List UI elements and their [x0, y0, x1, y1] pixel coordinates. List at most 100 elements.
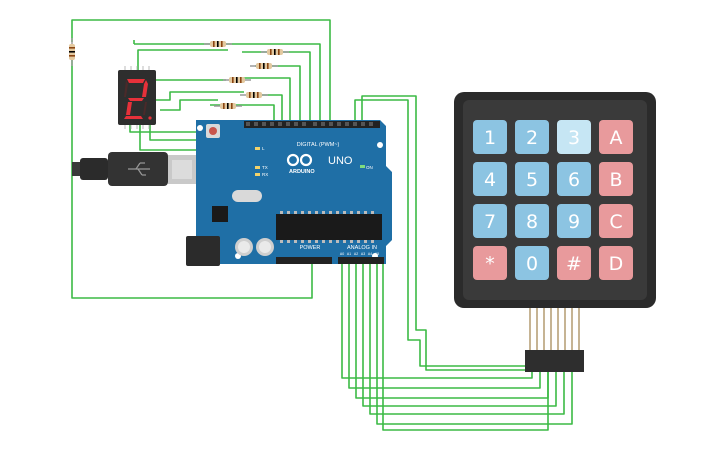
keypad-key-label: 1 — [484, 127, 496, 149]
keypad-key-label: # — [566, 253, 582, 275]
keypad-key-label: 0 — [526, 253, 538, 275]
arduino-board[interactable]: DIGITAL (PWM~) UNO ARDUINO ON TX RX L — [186, 120, 392, 266]
digital-header[interactable] — [244, 121, 380, 128]
keypad-key-hash[interactable]: # — [557, 246, 591, 280]
reset-button-cap[interactable] — [209, 127, 217, 135]
resistor-1 — [204, 41, 232, 47]
keypad-key-face[interactable] — [599, 162, 633, 196]
rx-label: RX — [262, 172, 268, 177]
keypad-key-face[interactable] — [599, 204, 633, 238]
on-led — [360, 165, 365, 168]
keypad-key-face[interactable] — [599, 246, 633, 280]
keypad-key-face[interactable] — [557, 120, 591, 154]
arduino-logo-icon — [286, 153, 313, 167]
keypad-key-label: 6 — [568, 169, 580, 191]
arduino-brand-label: ARDUINO — [289, 169, 315, 175]
keypad-key-label: 7 — [484, 211, 496, 233]
keypad-key-7[interactable]: 7 — [473, 204, 507, 238]
keypad-key-label: 2 — [526, 127, 538, 149]
analog-pin-label: A3 — [361, 252, 365, 256]
keypad-key-c[interactable]: C — [599, 204, 633, 238]
digital-header-label: DIGITAL (PWM~) — [297, 142, 340, 148]
keypad-key-face[interactable] — [515, 246, 549, 280]
analog-header[interactable] — [338, 257, 384, 264]
crystal-oscillator — [232, 190, 262, 202]
wire-a3 — [362, 262, 557, 407]
keypad-connector — [525, 308, 584, 372]
keypad-key-label: 3 — [568, 127, 580, 149]
keypad-key-face[interactable] — [557, 162, 591, 196]
l-label: L — [262, 146, 265, 151]
decimal-point — [148, 116, 152, 120]
resistor-6 — [214, 103, 242, 109]
keypad-key-face[interactable] — [599, 120, 633, 154]
keypad-key-face[interactable] — [515, 162, 549, 196]
analog-pin-label: A1 — [347, 252, 351, 256]
analog-header-label: ANALOG IN — [347, 245, 377, 251]
wire-res5 — [255, 65, 301, 120]
keypad-key-1[interactable]: 1 — [473, 120, 507, 154]
keypad-key-label: 8 — [526, 211, 538, 233]
power-jack — [186, 236, 220, 266]
wire-a5b — [382, 262, 549, 431]
analog-pin-label: A4 — [368, 252, 372, 256]
keypad-key-label: 4 — [484, 169, 496, 191]
keypad-key-face[interactable] — [515, 204, 549, 238]
seven-segment-display[interactable] — [118, 66, 156, 129]
wire-seg-d — [129, 125, 215, 133]
wire-res7 — [255, 94, 283, 120]
keypad-key-0[interactable]: 0 — [515, 246, 549, 280]
keypad-key-d[interactable]: D — [599, 246, 633, 280]
keypad-key-face[interactable] — [473, 246, 507, 280]
keypad-key-9[interactable]: 9 — [557, 204, 591, 238]
keypad-key-6[interactable]: 6 — [557, 162, 591, 196]
keypad-key-label: A — [610, 127, 623, 149]
wire-seg-a — [137, 49, 228, 70]
keypad-key-b[interactable]: B — [599, 162, 633, 196]
capacitor — [259, 241, 271, 253]
keypad-key-2[interactable]: 2 — [515, 120, 549, 154]
keypad-key-face[interactable] — [473, 120, 507, 154]
tx-led — [255, 166, 260, 169]
keypad-key-label: * — [485, 253, 495, 275]
wire-d4 — [361, 95, 528, 371]
keypad-key-label: 9 — [568, 211, 580, 233]
segment-dim — [124, 80, 147, 115]
keypad-key-face[interactable] — [557, 204, 591, 238]
atmega-chip — [276, 214, 382, 240]
keypad-key-label: D — [609, 253, 624, 275]
keypad-key-label: 5 — [526, 169, 538, 191]
keypad-key-face[interactable] — [473, 204, 507, 238]
l-led — [255, 147, 260, 150]
wire-res8 — [210, 104, 275, 120]
keypad-key-3[interactable]: 3 — [557, 120, 591, 154]
resistor-3 — [250, 63, 278, 69]
usb-icon — [128, 162, 150, 176]
keypad-key-label: B — [609, 169, 622, 191]
on-led-label: ON — [366, 165, 373, 170]
usb-cable — [72, 152, 196, 186]
keypad-key-a[interactable]: A — [599, 120, 633, 154]
chip-pins — [280, 211, 374, 243]
wire-res6 — [230, 77, 291, 120]
analog-pin-label: A5 — [375, 252, 379, 256]
wire-seg-c — [155, 91, 244, 101]
keypad-key-5[interactable]: 5 — [515, 162, 549, 196]
power-header[interactable] — [276, 257, 332, 264]
keypad-key-face[interactable] — [557, 246, 591, 280]
keypad-key-star[interactable]: * — [473, 246, 507, 280]
keypad-key-face[interactable] — [473, 162, 507, 196]
segment-digit-2 — [124, 79, 148, 119]
keypad-key-face[interactable] — [515, 120, 549, 154]
resistor-4 — [223, 77, 251, 83]
wire-d5 — [354, 99, 528, 367]
tx-label: TX — [262, 165, 268, 170]
keypad-key-8[interactable]: 8 — [515, 204, 549, 238]
keypad-key-4[interactable]: 4 — [473, 162, 507, 196]
keypad[interactable]: 1 2 3 A 4 5 6 B 7 8 9 C * 0 # D — [454, 92, 656, 308]
wire-a1 — [348, 262, 541, 389]
wire-seg-g — [160, 99, 218, 111]
capacitor — [238, 241, 250, 253]
keypad-key-label: C — [609, 211, 622, 233]
